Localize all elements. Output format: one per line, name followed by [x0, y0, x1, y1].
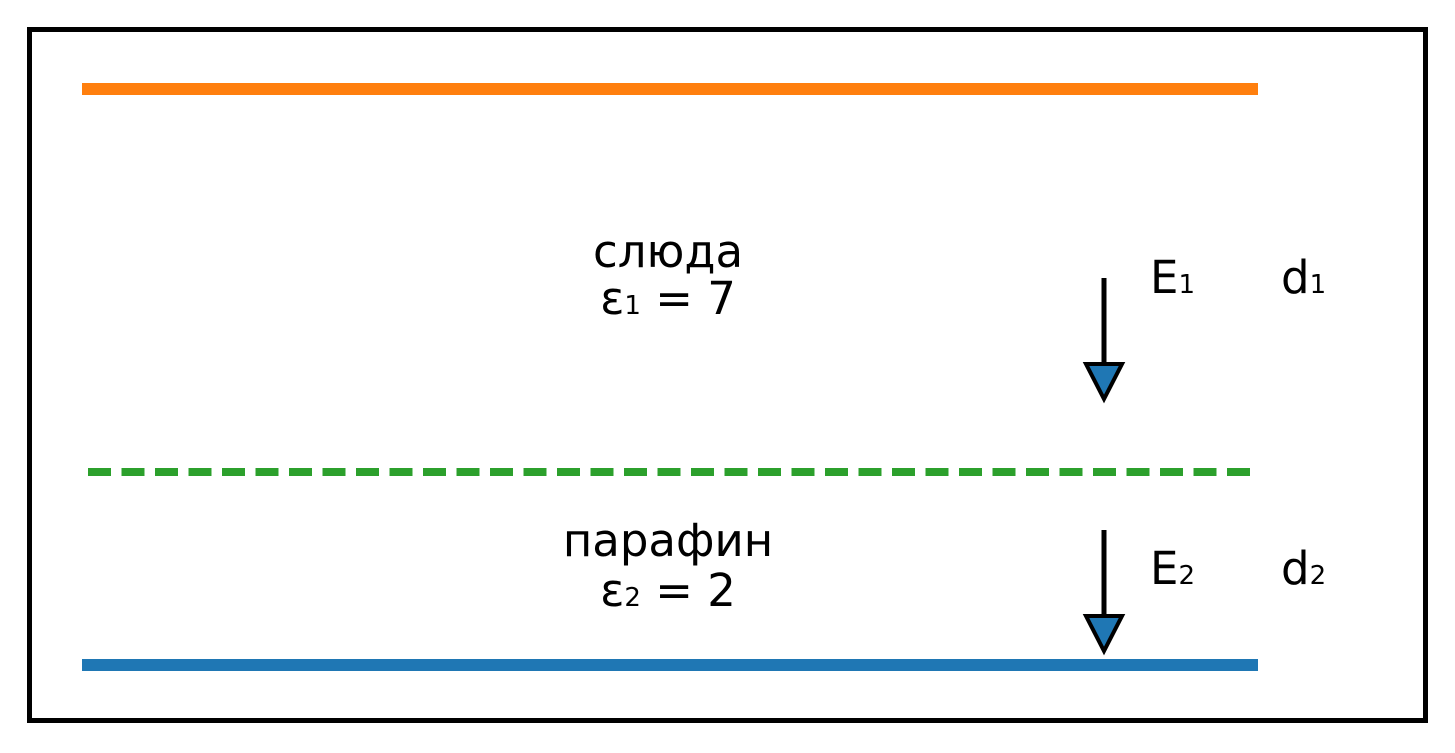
e1-field-arrow-icon	[1082, 278, 1126, 404]
thickness-label-d1: d1	[1281, 253, 1326, 303]
top-plate	[82, 83, 1258, 95]
permittivity-value: = 2	[640, 564, 736, 617]
material-label-layer2: парафин	[562, 514, 774, 567]
e1-arrow-head	[1082, 362, 1126, 404]
e1-base: E	[1150, 251, 1179, 304]
epsilon-subscript: 2	[624, 583, 641, 613]
epsilon-subscript: 1	[624, 291, 641, 321]
e2-base: E	[1150, 542, 1179, 595]
material-label-layer1: слюда	[592, 225, 744, 278]
field-label-e1: E1	[1150, 253, 1195, 303]
d1-base: d	[1281, 251, 1310, 304]
d1-subscript: 1	[1309, 270, 1327, 300]
epsilon-symbol: ε	[600, 564, 625, 617]
d2-base: d	[1281, 542, 1310, 595]
bottom-plate	[82, 659, 1258, 671]
field-label-e2: E2	[1150, 544, 1195, 594]
e2-field-arrow-icon	[1082, 530, 1126, 656]
e1-subscript: 1	[1178, 270, 1195, 300]
permittivity-value: = 7	[640, 272, 736, 325]
dielectric-interface-line	[88, 468, 1255, 476]
epsilon-symbol: ε	[600, 272, 625, 325]
permittivity-label-layer1: ε1 = 7	[368, 274, 968, 324]
permittivity-label-layer2: ε2 = 2	[368, 566, 968, 616]
d2-subscript: 2	[1309, 561, 1327, 591]
e2-subscript: 2	[1178, 561, 1195, 591]
thickness-label-d2: d2	[1281, 544, 1326, 594]
diagram-frame	[27, 27, 1428, 723]
e2-arrow-head	[1082, 614, 1126, 656]
